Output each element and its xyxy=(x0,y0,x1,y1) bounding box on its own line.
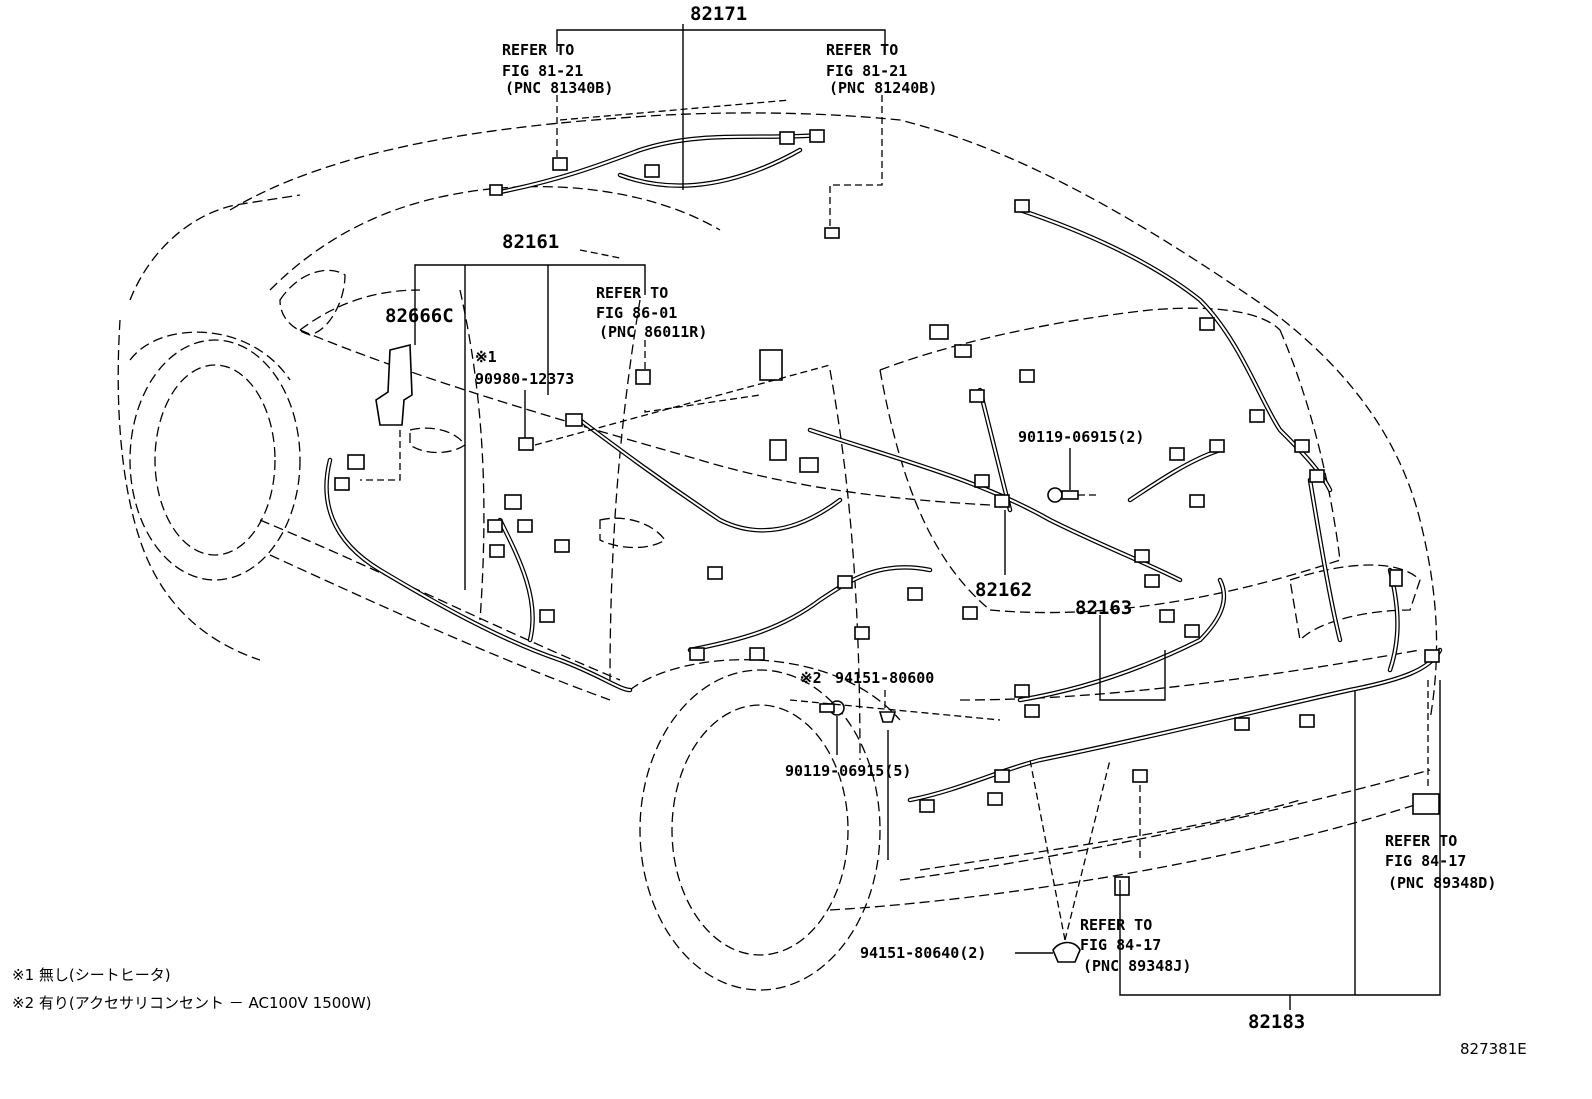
svg-text:FIG 84-17: FIG 84-17 xyxy=(1080,936,1161,954)
refer-callout-81240b: REFER TO FIG 81-21 (PNC 81240B) xyxy=(826,41,937,97)
footnote-2: ※2 有り(アクセサリコンセント － AC100V 1500W) xyxy=(12,994,372,1012)
svg-text:REFER TO: REFER TO xyxy=(596,284,668,302)
label-82163: 82163 xyxy=(1075,597,1132,619)
label-82666c: 82666C xyxy=(385,305,454,327)
label-82171: 82171 xyxy=(690,3,747,25)
label-94151-80600: 94151-80600 xyxy=(835,669,934,687)
refer-callout-86011r: REFER TO FIG 86-01 (PNC 86011R) xyxy=(596,284,707,341)
connectors xyxy=(334,129,1440,896)
refer-callout-89348d: REFER TO FIG 84-17 (PNC 89348D) xyxy=(1385,832,1496,892)
svg-text:(PNC 86011R): (PNC 86011R) xyxy=(599,323,707,341)
svg-text:FIG 81-21: FIG 81-21 xyxy=(826,62,907,80)
svg-text:FIG 81-21: FIG 81-21 xyxy=(502,62,583,80)
footnotes: ※1 無し(シートヒータ) ※2 有り(アクセサリコンセント － AC100V … xyxy=(12,966,372,1012)
figure-number: 827381E xyxy=(1460,1040,1527,1058)
part-number-labels: 82171 82161 82666C ※1 90980-12373 90119-… xyxy=(385,3,1305,1033)
svg-text:REFER TO: REFER TO xyxy=(1080,916,1152,934)
svg-text:FIG 84-17: FIG 84-17 xyxy=(1385,852,1466,870)
label-90980-12373: 90980-12373 xyxy=(475,370,574,388)
refer-callout-81340b: REFER TO FIG 81-21 (PNC 81340B) xyxy=(502,41,613,97)
roof-harness-82171 xyxy=(497,132,823,195)
svg-text:REFER TO: REFER TO xyxy=(1385,832,1457,850)
bracket-82666c xyxy=(375,343,413,426)
label-90119-06915-5: 90119-06915(5) xyxy=(785,762,911,780)
mark-2: ※2 xyxy=(800,669,822,687)
label-82183: 82183 xyxy=(1248,1011,1305,1033)
svg-text:REFER TO: REFER TO xyxy=(502,41,574,59)
label-94151-80640-2: 94151-80640(2) xyxy=(860,944,986,962)
hatch-harness-82162 xyxy=(807,207,1333,583)
floor-harness-82161 xyxy=(324,417,933,693)
footnote-1: ※1 無し(シートヒータ) xyxy=(12,966,171,984)
svg-text:(PNC 81240B): (PNC 81240B) xyxy=(829,79,937,97)
svg-text:(PNC 89348D): (PNC 89348D) xyxy=(1388,874,1496,892)
car-body-outline xyxy=(117,112,1438,991)
label-82162: 82162 xyxy=(975,579,1032,601)
label-82161: 82161 xyxy=(502,231,559,253)
label-90119-06915-2: 90119-06915(2) xyxy=(1018,428,1144,446)
leader-lines xyxy=(360,24,1441,1010)
svg-text:(PNC 89348J): (PNC 89348J) xyxy=(1083,957,1191,975)
svg-text:REFER TO: REFER TO xyxy=(826,41,898,59)
refer-callouts: REFER TO FIG 81-21 (PNC 81340B) REFER TO… xyxy=(502,41,1496,975)
bumper-harness-82183 xyxy=(907,477,1443,803)
mark-1: ※1 xyxy=(475,348,497,366)
refer-callout-89348j: REFER TO FIG 84-17 (PNC 89348J) xyxy=(1080,916,1191,975)
svg-text:(PNC 81340B): (PNC 81340B) xyxy=(505,79,613,97)
rear-harness-82163 xyxy=(1017,577,1227,703)
fasteners xyxy=(819,487,1081,963)
svg-text:FIG 86-01: FIG 86-01 xyxy=(596,304,677,322)
